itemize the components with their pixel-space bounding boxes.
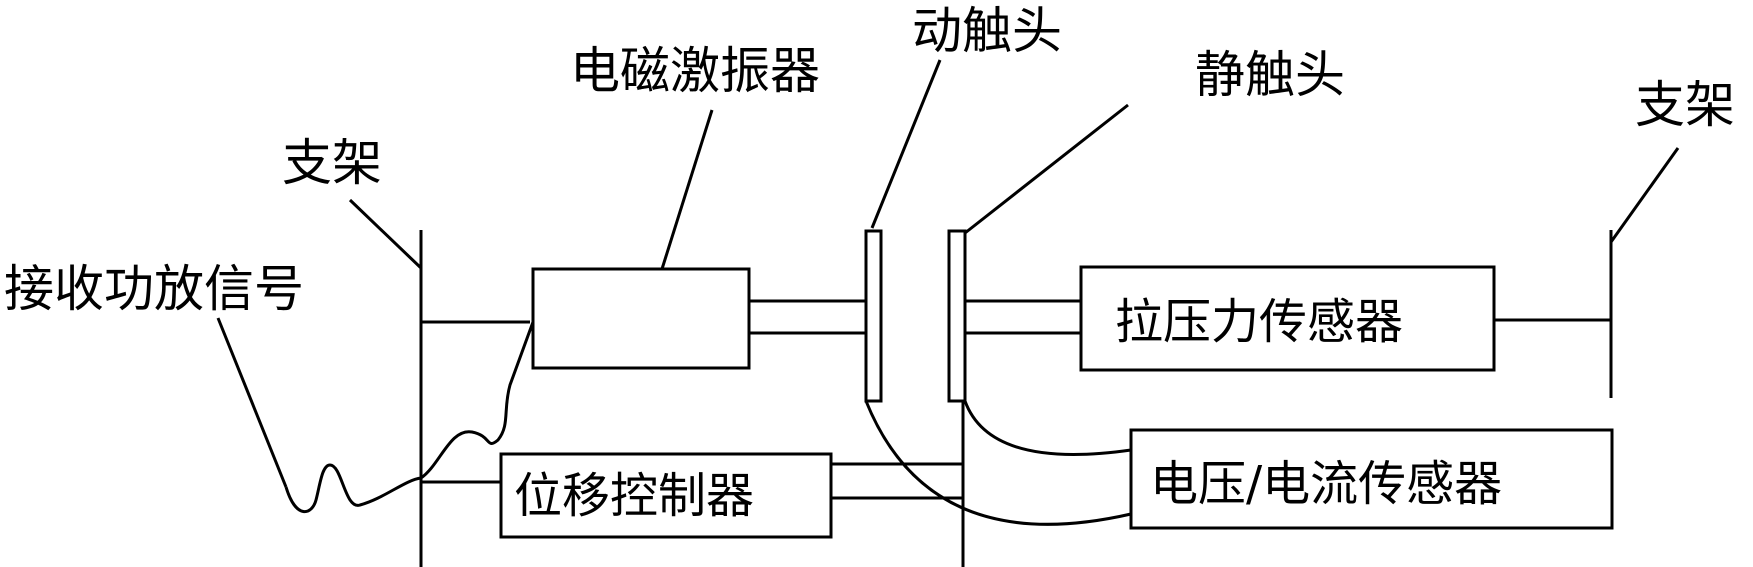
static-contact-leader [964,103,1129,235]
displacement-controller-box [499,452,833,539]
displacement-controller-label: 位移控制器 [514,468,754,524]
vi-sensor-label: 电压/电流传感器 [1150,456,1502,512]
static-contact-label: 静触头 [1195,46,1345,104]
moving-contact-leader [870,59,942,229]
moving-contact-plate [864,229,883,403]
force-sensor-box [1079,265,1496,372]
vi-sensor-box [1129,428,1614,530]
receive-signal-leader [216,317,288,488]
left-support-label: 支架 [282,134,382,192]
em-shaker-label: 电磁激振器 [570,42,820,100]
static-contact-plate [947,229,967,403]
force-sensor-label: 拉压力传感器 [1115,294,1403,350]
moving-contact-label: 动触头 [912,2,1062,60]
moving-contact-to-vi-wire [864,400,1132,526]
right-support-leader [1609,147,1680,243]
receive-signal-label: 接收功放信号 [4,260,304,318]
right-support-label: 支架 [1635,76,1735,134]
left-support-leader [348,198,423,270]
static-contact-to-vi-wire [963,400,1132,456]
signal-cable [284,321,535,514]
em-shaker-box [531,267,751,370]
em-shaker-leader [660,109,714,270]
